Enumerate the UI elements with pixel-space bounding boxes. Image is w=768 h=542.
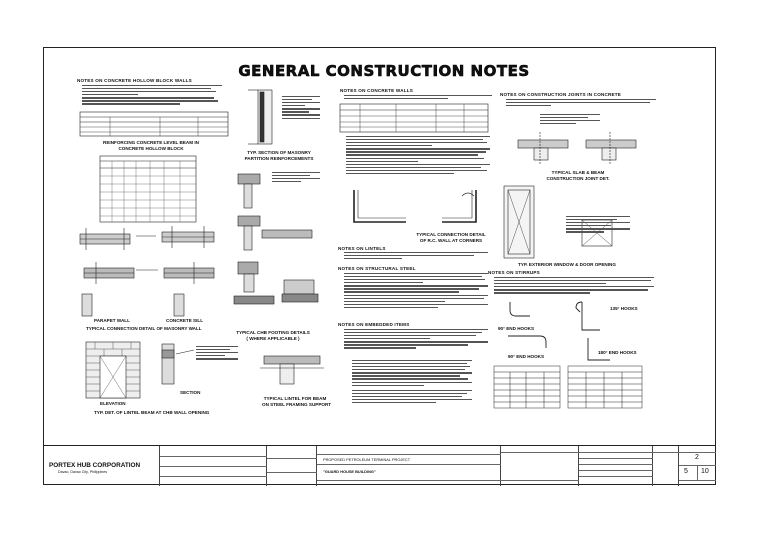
caption-lintel-beam: TYP. DET. OF LINTEL BEAM AT CHB WALL OPE…	[94, 410, 210, 415]
rc-wall-corner-detail	[353, 190, 477, 223]
caption-reinforcing-beam: REINFORCING CONCRETE LEVEL BEAM IN CONCR…	[103, 140, 199, 151]
lintel-elevation-brick	[85, 341, 141, 399]
revision-cell	[579, 446, 653, 486]
caption-lintel-steel-framing: TYPICAL LINTEL FOR BEAM ON STEEL FRAMING…	[262, 396, 332, 407]
caption-masonry-partition: TYP. SECTION OF MASONRY PARTITION REINFO…	[244, 150, 314, 161]
heading-stirrups: NOTES ON STIRRUPS	[488, 270, 540, 275]
drawing-title-cell	[501, 446, 579, 486]
caption-90-end-hooks-upper: 90° END HOOKS	[498, 326, 535, 331]
heading-concrete-walls: NOTES ON CONCRETE WALLS	[340, 88, 413, 93]
drawing-sheet-border	[43, 47, 716, 485]
caption-slab-beam-joint: TYPICAL SLAB & BEAM CONSTRUCTION JOINT D…	[546, 170, 610, 181]
building-name: "GUARD HOUSE BUILDING"	[323, 469, 376, 474]
masonry-wall-details	[79, 226, 215, 317]
caption-rc-wall-corner: TYPICAL CONNECTION DETAIL OF R.C. WALL A…	[416, 232, 486, 243]
caption-parapet-left: PARAPET WALL	[94, 318, 130, 323]
company-cell: PORTEX HUB CORPORATION Davao, Davao City…	[43, 446, 160, 486]
sheet-index: 5	[684, 468, 688, 475]
footing-details	[233, 173, 319, 305]
joint-callouts	[540, 114, 600, 126]
heading-structural-steel: NOTES ON STRUCTURAL STEEL	[338, 266, 416, 271]
stirrups-text	[494, 277, 654, 295]
beam-lintel-section	[260, 355, 324, 385]
embedded-items-text	[344, 329, 488, 351]
project-cell: PROPOSED PETROLEUM TERMINAL PROJECT "GUA…	[317, 446, 501, 486]
lintel-callouts	[196, 346, 238, 361]
caption-concrete-sill: CONCRETE SILL	[166, 318, 204, 323]
caption-masonry-connection: TYPICAL CONNECTION DETAIL OF MASONRY WAL…	[86, 326, 202, 331]
construction-joints-text	[506, 99, 656, 108]
company-name: PORTEX HUB CORPORATION	[49, 462, 141, 469]
concrete-walls-text	[344, 95, 492, 101]
chb-reinforcement-table	[79, 111, 229, 137]
embedded-items-notes	[352, 360, 472, 405]
chb-schedule-table	[99, 155, 197, 223]
heading-lintels: NOTES ON LINTELS	[338, 246, 386, 251]
sheet-title: GENERAL CONSTRUCTION NOTES	[238, 62, 530, 81]
heading-chb-walls: NOTES ON CONCRETE HOLLOW BLOCK WALLS	[77, 78, 192, 83]
caption-elevation: ELEVATION	[100, 401, 126, 406]
concrete-wall-table	[339, 103, 489, 133]
approval-cell	[267, 446, 317, 486]
chb-notes-text	[82, 85, 222, 107]
caption-section: SECTION	[180, 390, 201, 395]
caption-135-hooks: 135° HOOKS	[610, 306, 638, 311]
sheet-number-cell: 2 5 10	[679, 446, 716, 486]
hook-schedule-tables	[493, 365, 643, 409]
designer-cell	[160, 446, 267, 486]
footing-callouts	[272, 172, 320, 184]
heading-embedded-items: NOTES ON EMBEDDED ITEMS	[338, 322, 410, 327]
heading-construction-joints: NOTES ON CONSTRUCTION JOINTS IN CONCRETE	[500, 92, 622, 97]
concrete-walls-notes	[346, 136, 490, 176]
caption-180-end-hooks: 180° END HOOKS	[598, 350, 637, 355]
project-name: PROPOSED PETROLEUM TERMINAL PROJECT	[323, 457, 411, 462]
lintel-section-sketch	[161, 343, 195, 385]
lintels-text	[344, 252, 488, 261]
caption-chb-footing: TYPICAL CHB FOOTING DETAILS ( WHERE APPL…	[236, 330, 310, 341]
caption-window-door: TYP. EXTERIOR WINDOW & DOOR OPENING	[518, 262, 616, 267]
sheet-total: 10	[701, 468, 709, 475]
structural-steel-text	[344, 273, 488, 310]
window-door-callouts	[566, 216, 630, 234]
sheet-number: 2	[695, 454, 699, 461]
window-door-opening	[503, 185, 613, 259]
blank-cell	[653, 446, 679, 486]
masonry-partition-section	[248, 89, 273, 145]
caption-90-end-hooks: 90° END HOOKS	[508, 354, 545, 359]
hook-details	[508, 301, 610, 361]
partition-callouts	[282, 96, 320, 121]
company-address: Davao, Davao City, Philippines	[58, 470, 108, 474]
slab-beam-joint-detail	[517, 132, 637, 164]
title-block: PORTEX HUB CORPORATION Davao, Davao City…	[43, 445, 716, 486]
